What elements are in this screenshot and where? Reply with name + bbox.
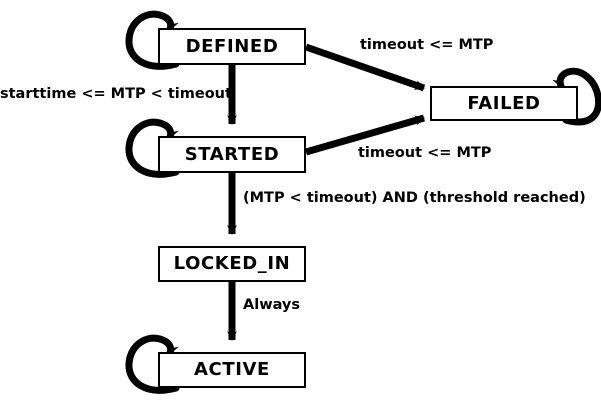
state-label-defined: DEFINED [185,35,279,57]
edge-failed-self [552,67,601,126]
state-label-failed: FAILED [467,92,541,114]
state-node-failed[interactable]: FAILED [430,86,578,121]
edge-started-to-failed [305,114,425,156]
edge-label-defined-to-started: starttime <= MTP < timeout [0,86,232,102]
state-label-started: STARTED [184,143,280,165]
state-node-active[interactable]: ACTIVE [158,352,306,388]
edge-defined-to-failed [304,43,426,92]
edge-started-self [125,118,180,178]
edge-label-started-to-failed: timeout <= MTP [358,145,492,161]
edge-defined-self [125,10,180,70]
edge-active-self [125,334,180,394]
edge-label-started-to-lockedin: (MTP < timeout) AND (threshold reached) [243,190,586,206]
edge-label-defined-to-failed: timeout <= MTP [360,37,494,53]
state-node-locked-in[interactable]: LOCKED_IN [158,246,306,282]
state-label-active: ACTIVE [194,359,270,380]
state-node-started[interactable]: STARTED [158,136,306,173]
state-node-defined[interactable]: DEFINED [158,28,306,65]
state-label-locked-in: LOCKED_IN [173,253,291,274]
edge-label-lockedin-to-active: Always [243,297,301,313]
